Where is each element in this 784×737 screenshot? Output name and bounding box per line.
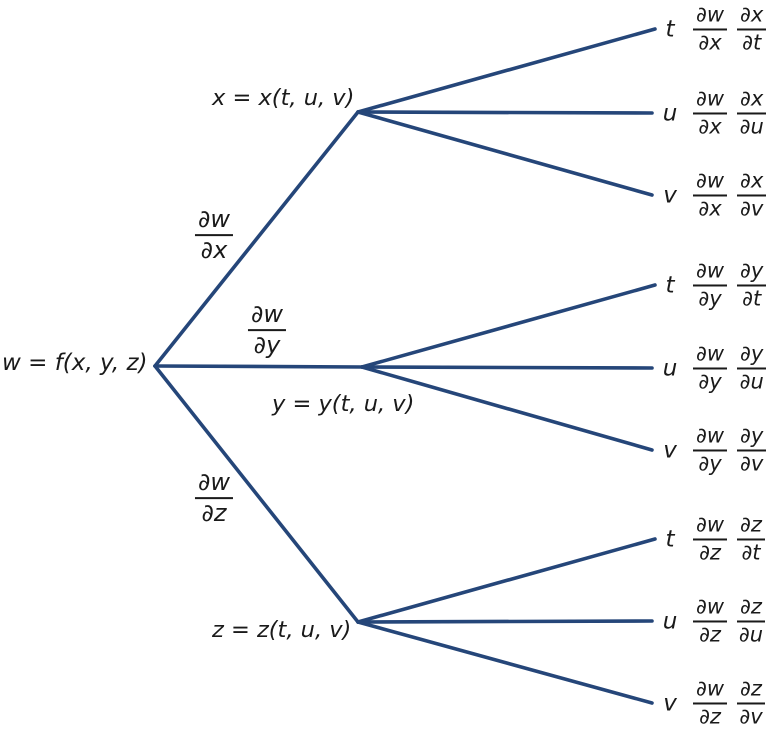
fraction-numerator: ∂x — [737, 3, 767, 30]
leaf-fraction-1: ∂w ∂x — [693, 169, 728, 220]
fraction-denominator: ∂v — [740, 196, 764, 220]
fraction-denominator: ∂z — [699, 622, 721, 646]
edge-y-to-v — [360, 365, 654, 452]
leaf-variable: v — [663, 690, 677, 716]
fraction-numerator: ∂z — [737, 513, 765, 540]
fraction-numerator: ∂w — [693, 595, 728, 622]
fraction-denominator: ∂y — [698, 286, 722, 310]
leaf-fraction-1: ∂w ∂y — [693, 259, 728, 310]
leaf-z-u: u ∂w ∂z ∂z ∂u — [660, 595, 765, 646]
fraction-numerator: ∂w — [693, 3, 728, 30]
leaf-fraction-2: ∂y ∂t — [737, 259, 767, 310]
leaf-x-t: t ∂w ∂x ∂x ∂t — [660, 3, 767, 54]
edge-z-to-u — [356, 619, 654, 624]
leaf-y-u: u ∂w ∂y ∂y ∂u — [660, 342, 767, 393]
fraction-denominator: ∂u — [739, 369, 764, 393]
leaf-variable: v — [663, 437, 677, 463]
y-node-label: y = y(t, u, v) — [272, 391, 415, 417]
edge-x-to-u — [356, 110, 654, 115]
fraction-numerator: ∂y — [737, 259, 767, 286]
edge-label-dw-dx: ∂w ∂x — [194, 206, 234, 264]
fraction-numerator: ∂z — [737, 677, 765, 704]
leaf-variable: t — [665, 16, 675, 42]
edge-label-dw-dz: ∂w ∂z — [194, 469, 234, 527]
fraction-denominator: ∂x — [698, 114, 722, 138]
fraction-numerator: ∂y — [737, 424, 767, 451]
fraction-numerator: ∂w — [693, 259, 728, 286]
fraction-denominator: ∂z — [699, 540, 721, 564]
edge-y-to-u — [360, 365, 654, 370]
fraction-denominator: ∂z — [201, 499, 227, 527]
fraction-numerator: ∂w — [693, 424, 728, 451]
leaf-variable: t — [665, 272, 675, 298]
fraction-numerator: ∂w — [194, 206, 234, 236]
fraction-denominator: ∂z — [699, 704, 721, 728]
fraction-numerator: ∂x — [737, 169, 767, 196]
edge-root-to-y-node — [153, 364, 364, 369]
fraction-denominator: ∂v — [740, 451, 764, 475]
leaf-fraction-2: ∂x ∂t — [737, 3, 767, 54]
fraction-denominator: ∂t — [742, 30, 762, 54]
edge-root-to-x-node — [153, 110, 360, 368]
fraction-denominator: ∂x — [200, 236, 228, 264]
fraction-denominator: ∂u — [738, 622, 764, 646]
edge-root-to-z-node — [153, 364, 360, 624]
leaf-variable: u — [662, 355, 678, 381]
z-node-label: z = z(t, u, v) — [212, 617, 352, 643]
fraction-numerator: ∂x — [737, 87, 767, 114]
leaf-fraction-1: ∂w ∂x — [693, 3, 728, 54]
edge-z-to-v — [356, 620, 654, 705]
fraction-numerator: ∂z — [737, 595, 765, 622]
edge-y-to-t — [360, 283, 657, 369]
root-node-label: w = f(x, y, z) — [2, 350, 148, 376]
leaf-fraction-1: ∂w ∂y — [693, 424, 728, 475]
leaf-fraction-2: ∂x ∂u — [737, 87, 767, 138]
fraction-denominator: ∂v — [739, 704, 763, 728]
fraction-denominator: ∂u — [739, 114, 764, 138]
fraction-denominator: ∂x — [698, 196, 722, 220]
fraction-denominator: ∂y — [253, 331, 281, 359]
leaf-y-v: v ∂w ∂y ∂y ∂v — [660, 424, 767, 475]
leaf-fraction-1: ∂w ∂z — [693, 595, 728, 646]
leaf-x-v: v ∂w ∂x ∂x ∂v — [660, 169, 767, 220]
leaf-fraction-1: ∂w ∂z — [693, 677, 728, 728]
x-node-label: x = x(t, u, v) — [212, 85, 355, 111]
leaf-fraction-1: ∂w ∂z — [693, 513, 728, 564]
leaf-variable: t — [665, 526, 675, 552]
edge-x-to-t — [356, 27, 657, 114]
fraction-numerator: ∂w — [693, 169, 728, 196]
leaf-fraction-2: ∂z ∂u — [737, 595, 765, 646]
leaf-fraction-2: ∂z ∂v — [737, 677, 765, 728]
leaf-fraction-2: ∂x ∂v — [737, 169, 767, 220]
leaf-z-t: t ∂w ∂z ∂z ∂t — [660, 513, 765, 564]
leaf-fraction-2: ∂y ∂v — [737, 424, 767, 475]
leaf-fraction-1: ∂w ∂x — [693, 87, 728, 138]
leaf-x-u: u ∂w ∂x ∂x ∂u — [660, 87, 767, 138]
leaf-fraction-2: ∂z ∂t — [737, 513, 765, 564]
leaf-fraction-2: ∂y ∂u — [737, 342, 767, 393]
fraction-numerator: ∂w — [693, 513, 728, 540]
fraction-denominator: ∂x — [698, 30, 722, 54]
leaf-variable: u — [662, 100, 678, 126]
leaf-variable: v — [663, 182, 677, 208]
fraction-denominator: ∂y — [698, 451, 722, 475]
fraction-denominator: ∂t — [742, 286, 762, 310]
fraction-numerator: ∂w — [693, 677, 728, 704]
fraction-numerator: ∂w — [693, 87, 728, 114]
fraction-numerator: ∂w — [693, 342, 728, 369]
edge-x-to-v — [356, 110, 654, 197]
fraction-numerator: ∂w — [194, 469, 234, 499]
leaf-z-v: v ∂w ∂z ∂z ∂v — [660, 677, 765, 728]
leaf-fraction-1: ∂w ∂y — [693, 342, 728, 393]
fraction-denominator: ∂t — [741, 540, 761, 564]
leaf-variable: u — [662, 608, 678, 634]
edge-label-dw-dy: ∂w ∂y — [247, 301, 287, 359]
edge-z-to-t — [356, 537, 657, 624]
fraction-numerator: ∂w — [247, 301, 287, 331]
leaf-y-t: t ∂w ∂y ∂y ∂t — [660, 259, 767, 310]
fraction-denominator: ∂y — [698, 369, 722, 393]
fraction-numerator: ∂y — [737, 342, 767, 369]
